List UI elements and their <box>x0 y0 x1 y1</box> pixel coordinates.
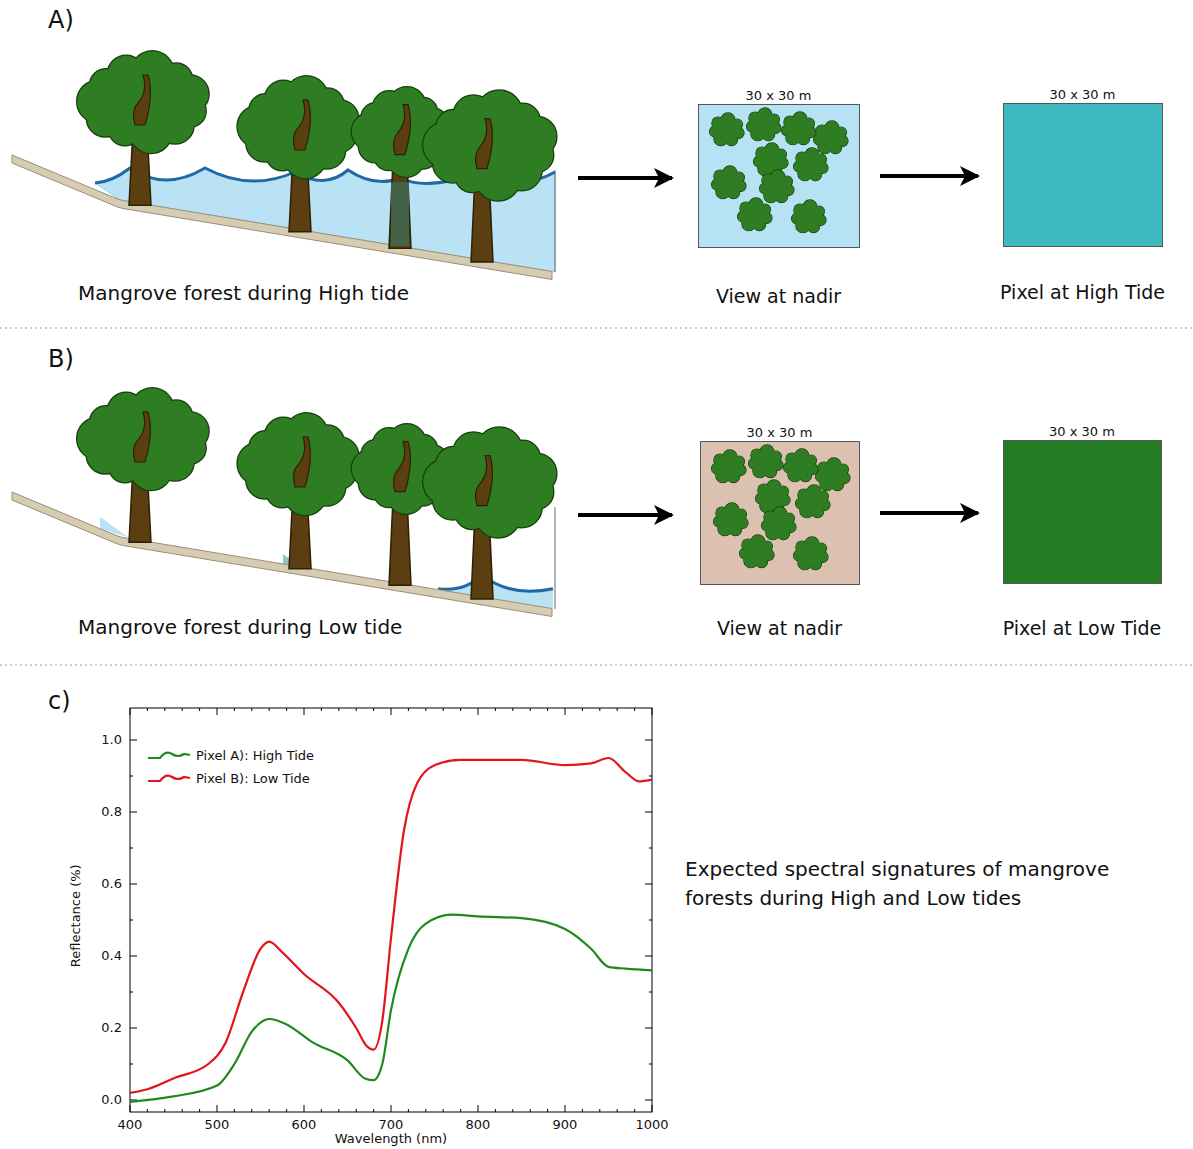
pixel-box: 30 x 30 mPixel at High Tide <box>1003 103 1163 247</box>
tick-label: 0.6 <box>101 876 122 892</box>
separator <box>0 327 1193 328</box>
arrow-connector <box>880 511 978 515</box>
tick-label: 600 <box>292 1117 317 1133</box>
canopy-top-view <box>699 105 858 246</box>
tick-label: 0.0 <box>101 1092 122 1108</box>
axis-title: Reflectance (%) <box>67 864 83 967</box>
legend-sample <box>148 776 190 781</box>
panel-letter: A) <box>48 6 74 35</box>
axis-title: Wavelength (nm) <box>335 1131 447 1147</box>
low-tide-curve <box>130 758 652 1093</box>
forest-low-tide <box>12 388 556 616</box>
box-caption: Pixel at High Tide <box>1000 281 1165 304</box>
legend-sample <box>148 753 190 758</box>
nadir-view-box: 30 x 30 mView at nadir <box>700 441 860 585</box>
arrow <box>578 176 672 180</box>
tick-label: 800 <box>466 1117 491 1133</box>
pixel-box: 30 x 30 mPixel at Low Tide <box>1003 440 1162 584</box>
box-caption: Pixel at Low Tide <box>1003 617 1162 640</box>
tick-label: 700 <box>379 1117 404 1133</box>
arrow-connector <box>880 174 978 178</box>
dimension-heading: 30 x 30 m <box>1050 87 1116 103</box>
legend-text: Pixel A): High Tide <box>196 748 314 764</box>
tick-label: 1.0 <box>101 732 122 748</box>
nadir-view-box: 30 x 30 mView at nadir <box>698 104 860 248</box>
separator <box>0 664 1193 665</box>
caption-note: Expected spectral signatures of mangrove… <box>685 855 1155 913</box>
box-caption: View at nadir <box>717 617 842 640</box>
tick-label: 1000 <box>635 1117 668 1133</box>
tick-label: 500 <box>205 1117 230 1133</box>
forest-high-tide <box>12 51 556 279</box>
tick-label: 0.2 <box>101 1020 122 1036</box>
tick-label: 900 <box>553 1117 578 1133</box>
panel-letter: B) <box>48 345 74 374</box>
caption-note: Mangrove forest during High tide <box>78 281 409 305</box>
box-caption: View at nadir <box>716 285 841 308</box>
dimension-heading: 30 x 30 m <box>746 88 812 104</box>
canopy-top-view <box>701 442 858 583</box>
spectral-chart <box>130 708 652 1112</box>
tick-label: 0.8 <box>101 804 122 820</box>
tick-label: 0.4 <box>101 948 122 964</box>
panel-letter: c) <box>48 687 71 716</box>
arrow <box>578 513 672 517</box>
dimension-heading: 30 x 30 m <box>747 425 813 441</box>
legend-text: Pixel B): Low Tide <box>196 771 310 787</box>
tick-label: 400 <box>118 1117 143 1133</box>
caption-note: Mangrove forest during Low tide <box>78 615 402 639</box>
dimension-heading: 30 x 30 m <box>1049 424 1115 440</box>
